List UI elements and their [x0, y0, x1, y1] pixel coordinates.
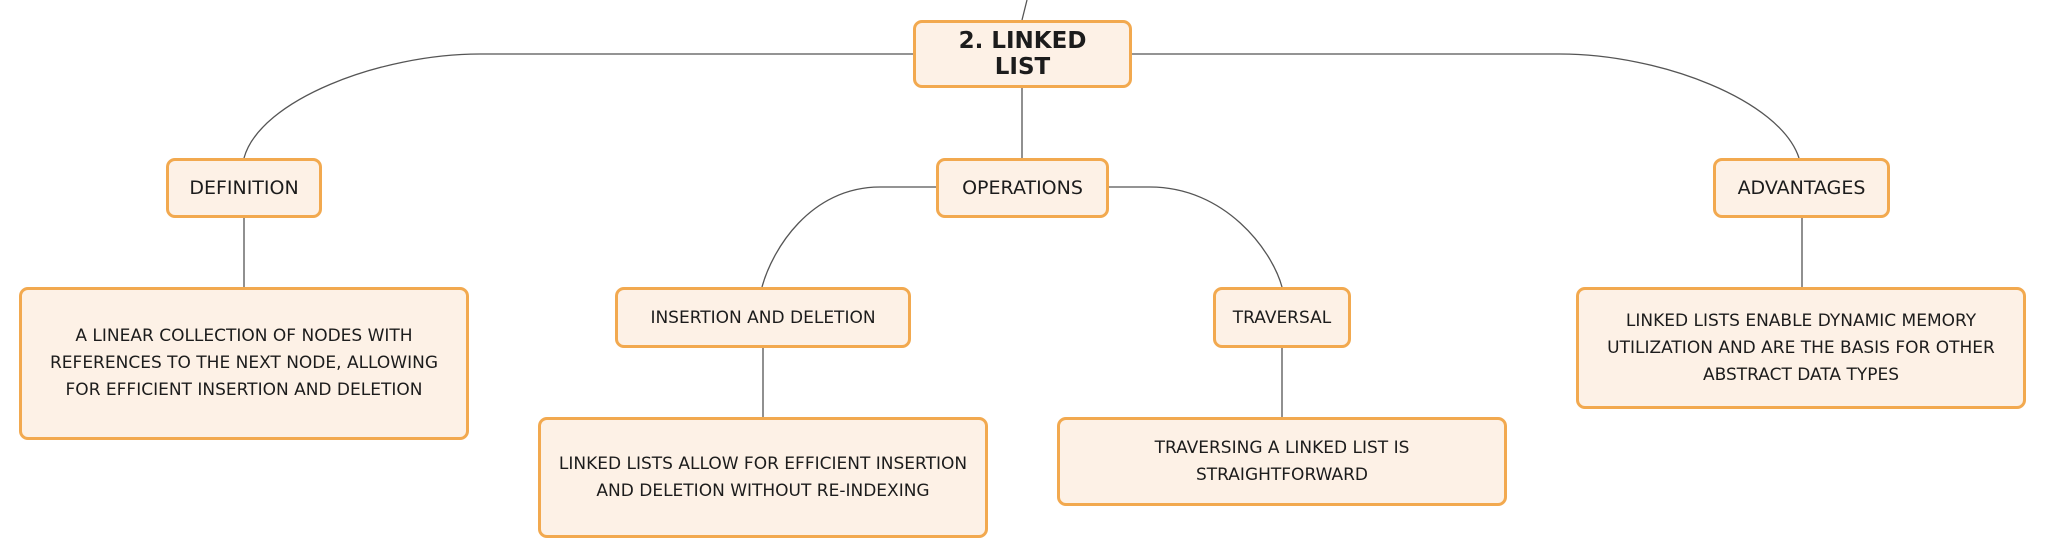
- root-node[interactable]: 2. LINKED LIST: [913, 20, 1132, 88]
- traversal-detail-node[interactable]: TRAVERSING A LINKED LIST IS STRAIGHTFORW…: [1057, 417, 1507, 506]
- connector-parent-to-root: [1021, 0, 1028, 21]
- traversal-node[interactable]: TRAVERSAL: [1213, 287, 1351, 348]
- definition-detail-node[interactable]: A LINEAR COLLECTION OF NODES WITH REFERE…: [19, 287, 469, 440]
- connector-operations-to-insertion: [761, 186, 936, 288]
- connector-root-to-definition: [243, 53, 913, 159]
- operations-node[interactable]: OPERATIONS: [936, 158, 1109, 218]
- insertion-deletion-detail-node[interactable]: LINKED LISTS ALLOW FOR EFFICIENT INSERTI…: [538, 417, 988, 538]
- connector-root-to-advantages: [1132, 53, 1800, 159]
- advantages-detail-node[interactable]: LINKED LISTS ENABLE DYNAMIC MEMORY UTILI…: [1576, 287, 2026, 409]
- definition-node[interactable]: DEFINITION: [166, 158, 322, 218]
- advantages-node[interactable]: ADVANTAGES: [1713, 158, 1890, 218]
- connector-operations-to-traversal: [1109, 186, 1283, 288]
- insertion-deletion-node[interactable]: INSERTION AND DELETION: [615, 287, 911, 348]
